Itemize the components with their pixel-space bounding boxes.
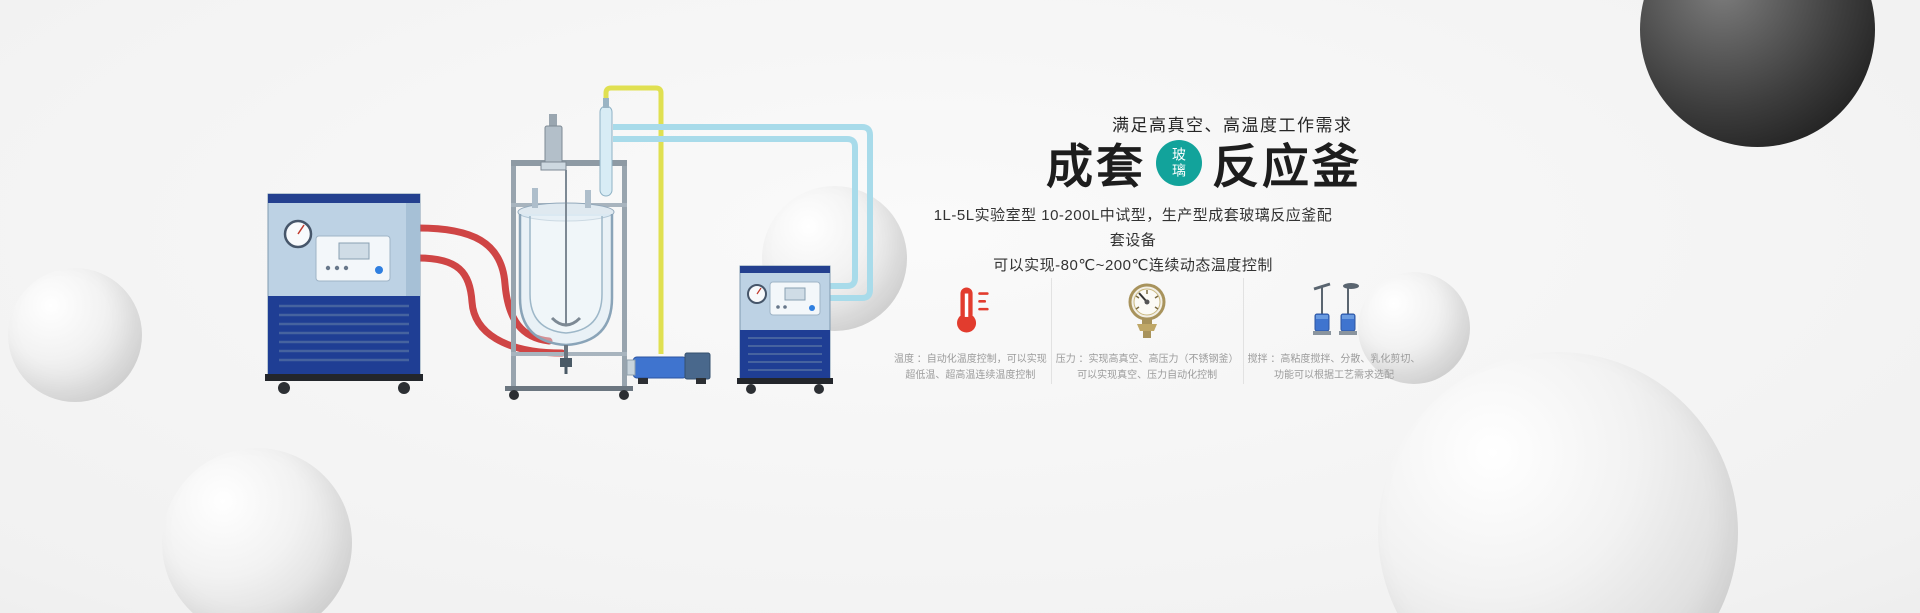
title-right: 反应釜 [1212,139,1362,193]
feature-temperature: 温度 ：自动化温度控制，可以实现 超低温、超高温连续温度控制 [890,278,1051,384]
feature-stirring-text: 搅拌 ：高粘度搅拌、分散、乳化剪切、 功能可以根据工艺需求选配 [1248,352,1421,384]
feature-temperature-line2: 超低温、超高温连续温度控制 [905,370,1036,381]
feature-stirring-line2: 功能可以根据工艺需求选配 [1273,370,1394,381]
equipment-illustration [265,85,873,400]
tagline: 满足高真空、高温度工作需求 [1112,116,1353,135]
feature-pressure-text: 压力 ：实现高真空、高压力（不锈钢釜） 可以实现真空、压力自动化控制 [1056,352,1239,384]
feature-temperature-line1: 温度 ：自动化温度控制，可以实现 [894,354,1047,365]
subtitle: 1L-5L实验室型 10-200L中试型，生产型成套玻璃反应釜配套设备 可以实现… [928,203,1338,278]
feature-stirring: 搅拌 ：高粘度搅拌、分散、乳化剪切、 功能可以根据工艺需求选配 [1242,278,1425,384]
feature-pressure-line1: 压力 ：实现高真空、高压力（不锈钢釜） [1055,354,1239,365]
cyan-hoses [613,124,873,301]
feature-temperature-text: 温度 ：自动化温度控制，可以实现 超低温、超高温连续温度控制 [894,352,1047,384]
decorative-sphere-mid-right [1358,272,1470,384]
feature-pressure: 压力 ：实现高真空、高压力（不锈钢釜） 可以实现真空、压力自动化控制 [1050,278,1243,384]
feature-pressure-line2: 可以实现真空、压力自动化控制 [1077,370,1218,381]
feature-stirring-line1: 搅拌 ：高粘度搅拌、分散、乳化剪切、 [1247,354,1421,365]
yellow-hose [603,85,664,354]
condenser-column [599,98,613,197]
decorative-sphere-bottom-left [162,448,352,613]
red-hoses [414,224,566,357]
stirrer-motor [540,114,567,171]
feature-list: 温度 ：自动化温度控制，可以实现 超低温、超高温连续温度控制 [890,278,1420,384]
stirrer-icon [1302,278,1366,342]
glass-reactor [505,98,633,400]
title-left: 成套 [1046,139,1146,193]
heating-cooling-circulator [265,193,423,394]
decorative-sphere-dark [1640,0,1875,147]
subtitle-line1: 1L-5L实验室型 10-200L中试型，生产型成套玻璃反应釜配套设备 [933,207,1333,249]
decorative-sphere-bottom-right [1378,352,1738,613]
pressure-gauge-icon [1119,278,1175,342]
circulating-chiller [737,265,833,394]
thermometer-icon [944,278,996,342]
main-title: 成套 玻璃 反应釜 [1046,138,1362,194]
glass-badge: 玻璃 [1156,140,1202,186]
decorative-sphere-left [8,268,142,402]
vacuum-pump [626,352,711,384]
subtitle-line2: 可以实现-80℃~200℃连续动态温度控制 [993,257,1273,274]
